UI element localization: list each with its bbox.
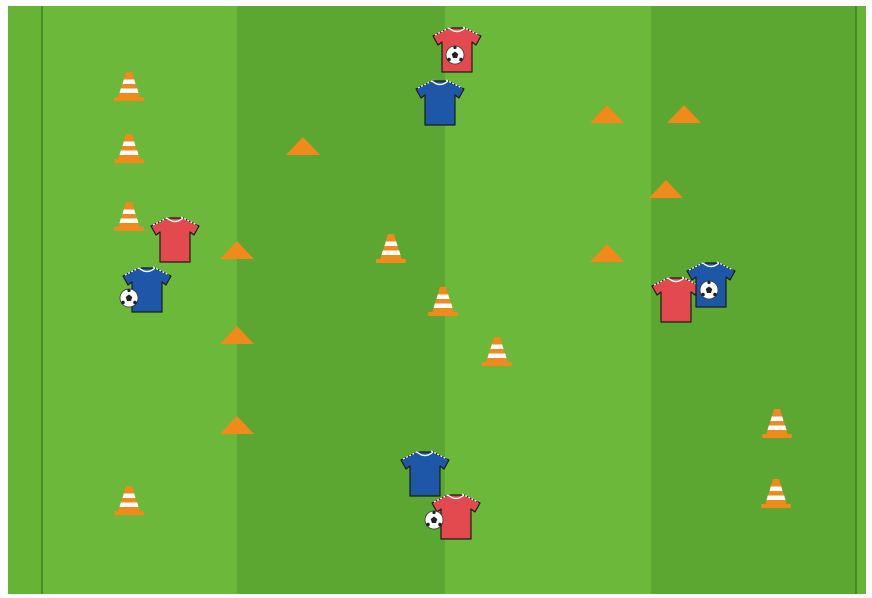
stripe-2 xyxy=(237,6,445,594)
soccer-ball-icon xyxy=(425,511,443,529)
soccer-ball-icon xyxy=(446,46,464,64)
soccer-ball-icon xyxy=(700,281,718,299)
soccer-ball-icon xyxy=(120,289,138,307)
